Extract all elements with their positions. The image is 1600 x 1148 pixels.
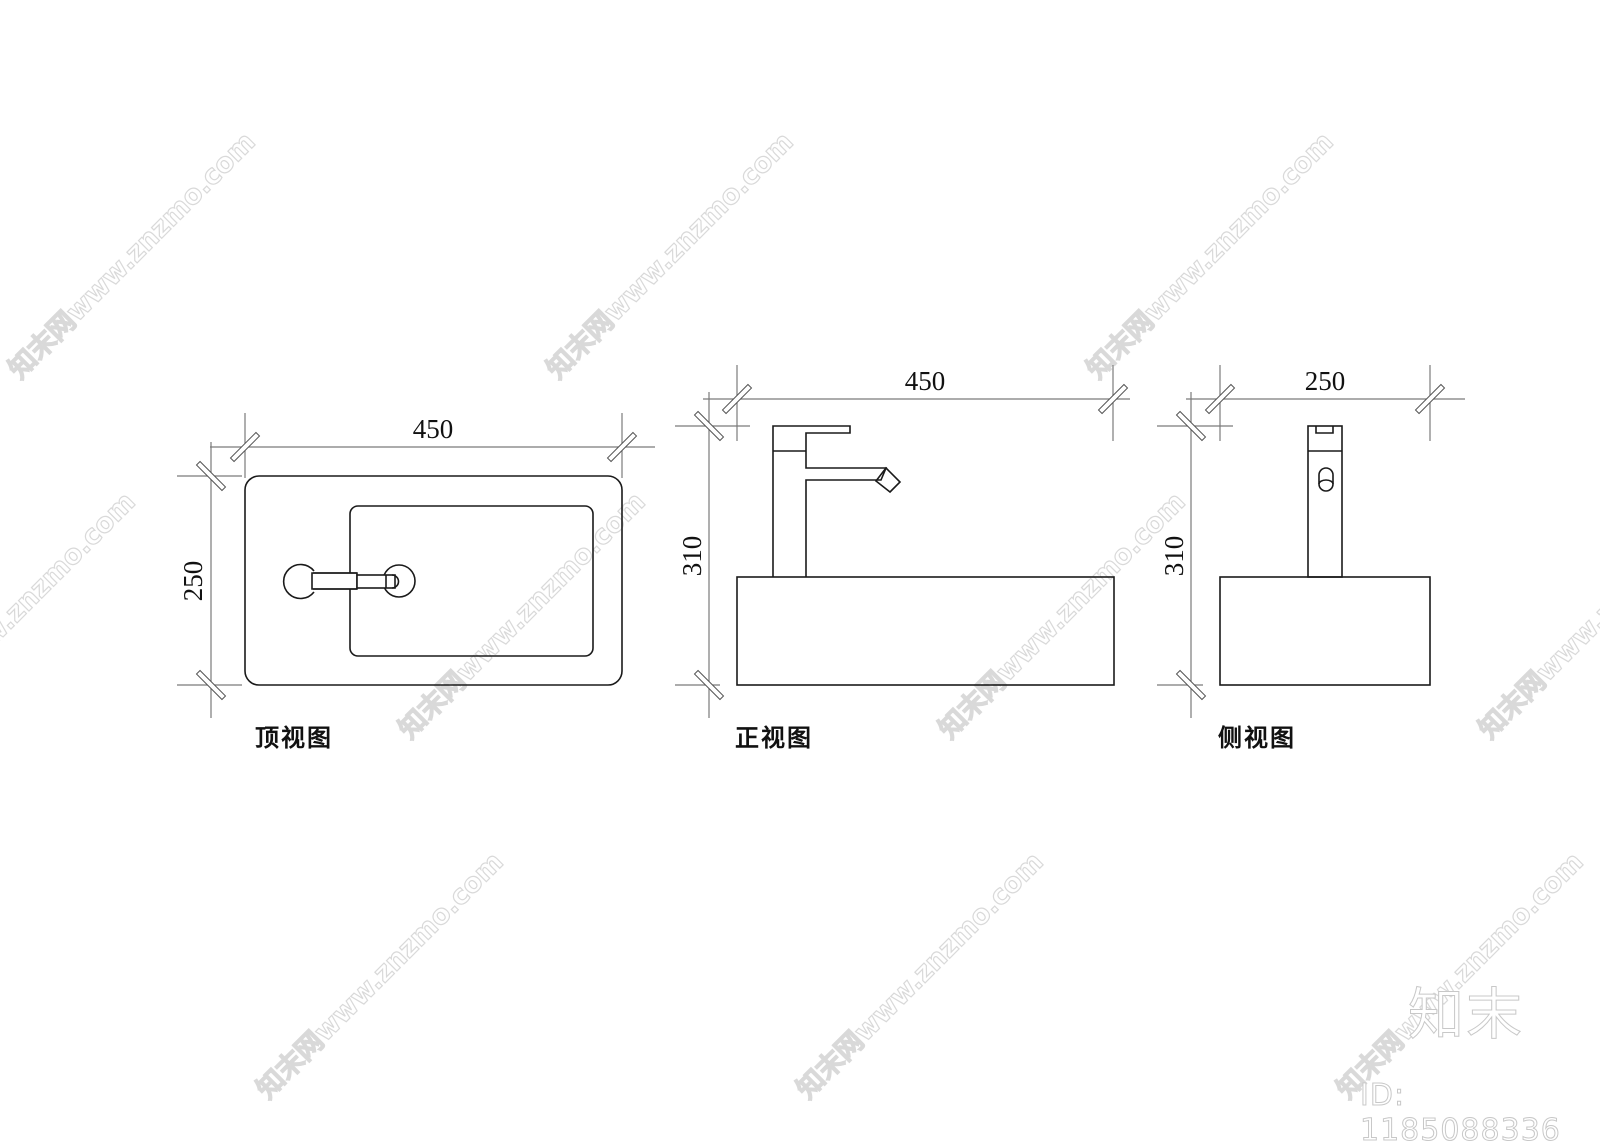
dimension-tick bbox=[693, 669, 725, 701]
watermark: 知末网www.znzmo.com bbox=[933, 486, 1192, 745]
top-view-label: 顶视图 bbox=[255, 724, 333, 752]
top-view: 450 250 bbox=[177, 413, 655, 718]
asset-id-text: ID: 1185088336 bbox=[1360, 1078, 1561, 1148]
side-height-dimension: 310 bbox=[1159, 536, 1189, 577]
faucet-side-icon bbox=[1307, 425, 1343, 578]
dimension-tick bbox=[693, 410, 725, 442]
watermark: 知末网www.znzmo.com bbox=[251, 846, 510, 1105]
watermark: 知末网www.znzmo.com bbox=[1473, 486, 1600, 745]
watermark: 知末网www.znzmo.com bbox=[541, 126, 800, 385]
top-height-dimension: 250 bbox=[178, 561, 208, 602]
side-view: 250 310 bbox=[1157, 365, 1465, 718]
front-view-label: 正视图 bbox=[735, 724, 813, 752]
watermark-layer: 知末网www.znzmo.com 知末网www.znzmo.com 知末网www… bbox=[0, 126, 1600, 1106]
watermark: 知末网www.znzmo.com bbox=[3, 126, 262, 385]
dimension-tick bbox=[1175, 669, 1207, 701]
brand-logo: 知末 bbox=[1408, 983, 1524, 1049]
basin-body-front bbox=[736, 576, 1115, 686]
dimension-tick bbox=[195, 669, 227, 701]
front-view: 450 310 bbox=[675, 365, 1130, 718]
faucet-top-icon bbox=[282, 563, 416, 600]
side-view-label: 侧视图 bbox=[1218, 724, 1296, 752]
watermark: 知末网www.znzmo.com bbox=[1081, 126, 1340, 385]
faucet-front-icon bbox=[772, 425, 902, 577]
dimension-tick bbox=[1204, 383, 1236, 415]
dimension-tick bbox=[1175, 410, 1207, 442]
watermark: 知末网www.znzmo.com bbox=[0, 486, 142, 745]
dimension-tick bbox=[195, 460, 227, 492]
side-width-dimension: 250 bbox=[1305, 366, 1346, 396]
dimension-tick bbox=[229, 431, 261, 463]
watermark: 知末网www.znzmo.com bbox=[791, 846, 1050, 1105]
dimension-tick bbox=[606, 431, 638, 463]
basin-body-side bbox=[1219, 576, 1431, 686]
top-width-dimension: 450 bbox=[413, 414, 454, 444]
front-height-dimension: 310 bbox=[677, 536, 707, 577]
dimension-tick bbox=[1414, 383, 1446, 415]
dimension-tick bbox=[721, 383, 753, 415]
basin-outer-outline bbox=[244, 475, 623, 686]
front-width-dimension: 450 bbox=[905, 366, 946, 396]
watermark: 知末网www.znzmo.com bbox=[393, 486, 652, 745]
dimension-tick bbox=[1097, 383, 1129, 415]
